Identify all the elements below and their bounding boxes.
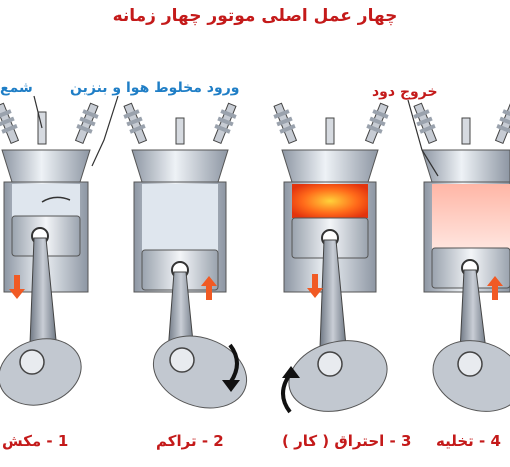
cylinder-head [131, 149, 229, 183]
down-arrow [9, 275, 25, 299]
spark-plug [175, 117, 185, 145]
cylinder-head [421, 149, 510, 183]
intake-swirl [41, 196, 71, 203]
caption-exhaust: 4 - تخلیه [436, 432, 501, 450]
rotation-arrow-head [222, 380, 240, 392]
exhaust-leader [407, 99, 439, 177]
combustion-flame [292, 184, 368, 218]
caption-power: 3 - احتراق ( کار ) [282, 432, 412, 450]
label-spark-plug: شمع [0, 80, 33, 96]
valve-right [212, 102, 237, 145]
cylinder-head [1, 149, 91, 183]
spark-plug [461, 117, 471, 145]
diagram-title: چهار عمل اصلی موتور چهار زمانه [112, 6, 398, 26]
crankshaft [432, 340, 510, 412]
spark-plug-leader [33, 95, 43, 129]
rotation-arrow-head [282, 366, 300, 378]
engine-power [273, 102, 389, 414]
exhaust-gas [432, 184, 510, 250]
label-exhaust: خروج دود [372, 84, 438, 100]
intake-leader [91, 95, 119, 167]
cylinder-head [281, 149, 379, 183]
crankshaft [152, 335, 248, 409]
combustion-chamber [142, 184, 218, 254]
rotation-arrow [228, 343, 239, 385]
engine-compression [123, 102, 248, 409]
valve-left [413, 102, 438, 145]
caption-intake: 1 - مکش [2, 432, 69, 450]
label-intake: ورود مخلوط هوا و بنزین [70, 80, 240, 96]
valve-right [364, 102, 389, 145]
valve-right [74, 102, 99, 145]
valve-left [273, 102, 298, 145]
crankshaft [0, 338, 82, 406]
valve-left [123, 102, 148, 145]
crankshaft [288, 340, 388, 412]
up-arrow [487, 276, 503, 300]
spark-plug [325, 117, 335, 145]
up-arrow [201, 276, 217, 300]
down-arrow [307, 274, 323, 298]
engine-intake [0, 102, 99, 406]
caption-compression: 2 - تراکم [156, 432, 224, 450]
engine-exhaust [413, 102, 510, 412]
valve-left [0, 102, 20, 145]
valve-right [494, 102, 510, 145]
